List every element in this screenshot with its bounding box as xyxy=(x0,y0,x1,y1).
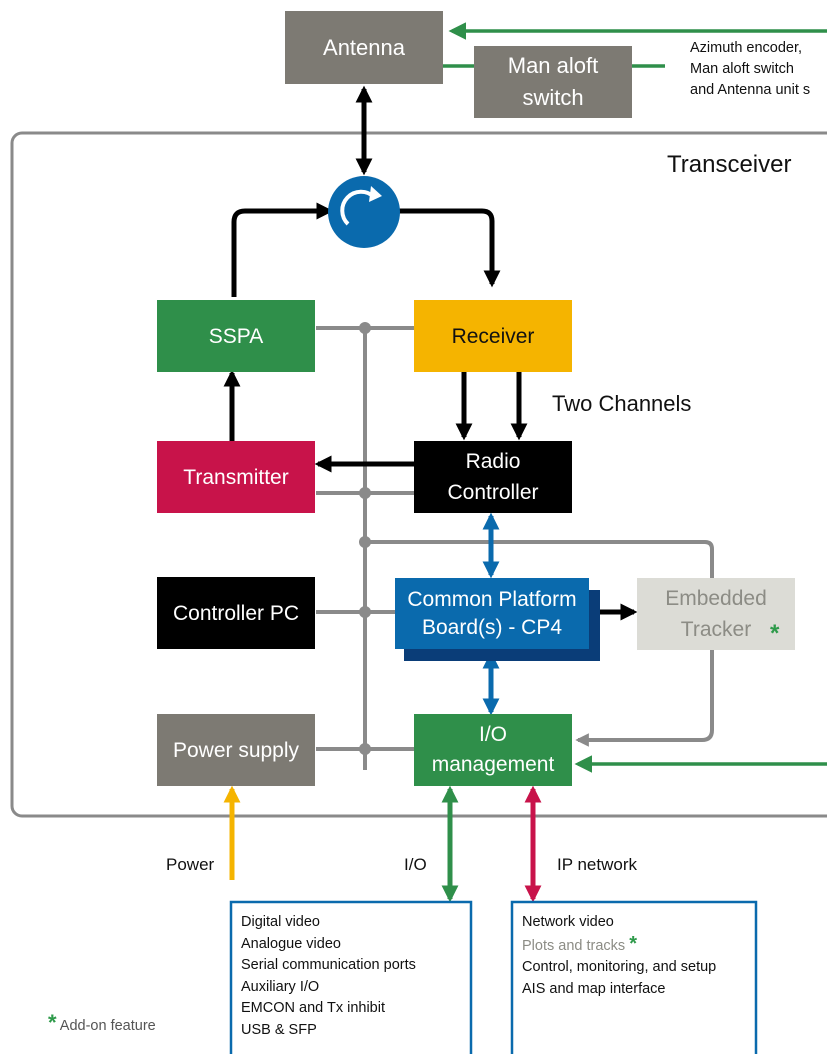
two-channels-label: Two Channels xyxy=(552,391,692,416)
ip-list-item: Control, monitoring, and setup xyxy=(522,959,717,975)
ip-list-item-addon-label: Plots and tracks xyxy=(522,937,626,954)
man-aloft-label-line2: switch xyxy=(522,85,584,110)
io-management-block: I/O management xyxy=(414,714,572,786)
cpb-label-line1: Common Platform xyxy=(407,587,577,611)
azimuth-note: Azimuth encoder, Man aloft switch and An… xyxy=(690,38,810,101)
power-label: Power xyxy=(166,855,215,874)
azimuth-note-line1: Azimuth encoder, xyxy=(690,40,803,56)
power-supply-label: Power supply xyxy=(172,738,300,762)
transmitter-label: Transmitter xyxy=(183,465,289,489)
controller-pc-block: Controller PC xyxy=(157,577,315,649)
embedded-tracker-label-line1: Embedded xyxy=(665,587,767,610)
io-management-label-line1: I/O xyxy=(478,723,507,746)
embedded-tracker-block: Embedded Tracker xyxy=(637,578,795,650)
io-list-item: Analogue video xyxy=(241,935,341,952)
io-label: I/O xyxy=(404,855,427,874)
azimuth-note-line2: Man aloft switch xyxy=(690,61,794,77)
controller-pc-label: Controller PC xyxy=(172,601,300,625)
io-list: Digital video Analogue video Serial comm… xyxy=(241,912,416,1041)
io-list-item: Serial communication ports xyxy=(241,957,416,973)
ip-list-item-addon: Plots and tracks * xyxy=(522,932,716,958)
io-management-label-line2: management xyxy=(431,753,555,776)
io-list-item: EMCON and Tx inhibit xyxy=(241,1000,385,1016)
azimuth-note-line3: and Antenna unit s xyxy=(690,82,811,98)
legend-label: Add-on feature xyxy=(59,1018,156,1034)
transceiver-frame xyxy=(10,131,827,818)
antenna-block: Antenna xyxy=(285,11,443,84)
receiver-block: Receiver xyxy=(414,300,572,372)
io-list-box xyxy=(229,900,473,1054)
io-list-item: Auxiliary I/O xyxy=(241,978,320,995)
cpb-label-line2: Board(s) - CP4 xyxy=(421,615,563,639)
radio-controller-label-line2: Controller xyxy=(447,481,539,504)
embedded-tracker-label-line2: Tracker xyxy=(680,618,752,641)
io-list-item: Digital video xyxy=(241,914,320,930)
transceiver-title: Transceiver xyxy=(667,151,792,178)
legend-star-icon: * xyxy=(48,1010,57,1035)
ip-list: Network video Plots and tracks * Control… xyxy=(522,912,716,1000)
bus-junctions xyxy=(359,322,371,755)
addon-star-icon: * xyxy=(629,932,637,955)
embedded-tracker-star-icon: * xyxy=(770,620,780,647)
receiver-label: Receiver xyxy=(451,324,535,348)
radio-controller-label-line1: Radio xyxy=(465,450,521,473)
ip-list-box xyxy=(510,900,758,1054)
sspa-block: SSPA xyxy=(157,300,315,372)
sspa-label: SSPA xyxy=(208,324,264,348)
common-platform-board-block: Common Platform Board(s) - CP4 xyxy=(395,578,589,649)
ip-list-item: AIS and map interface xyxy=(522,980,666,997)
man-aloft-switch-block: Man aloft switch xyxy=(474,46,632,118)
signal-arrows xyxy=(223,85,638,621)
transmitter-block: Transmitter xyxy=(157,441,315,513)
ip-network-label: IP network xyxy=(557,855,638,874)
radio-controller-block: Radio Controller xyxy=(414,441,572,513)
antenna-label: Antenna xyxy=(323,35,405,60)
ip-list-item: Network video xyxy=(522,914,614,930)
circulator-icon xyxy=(328,176,400,248)
man-aloft-label-line1: Man aloft xyxy=(507,53,599,78)
addon-legend: * Add-on feature xyxy=(48,1010,156,1036)
io-list-item: USB & SFP xyxy=(241,1021,317,1038)
power-supply-block: Power supply xyxy=(157,714,315,786)
